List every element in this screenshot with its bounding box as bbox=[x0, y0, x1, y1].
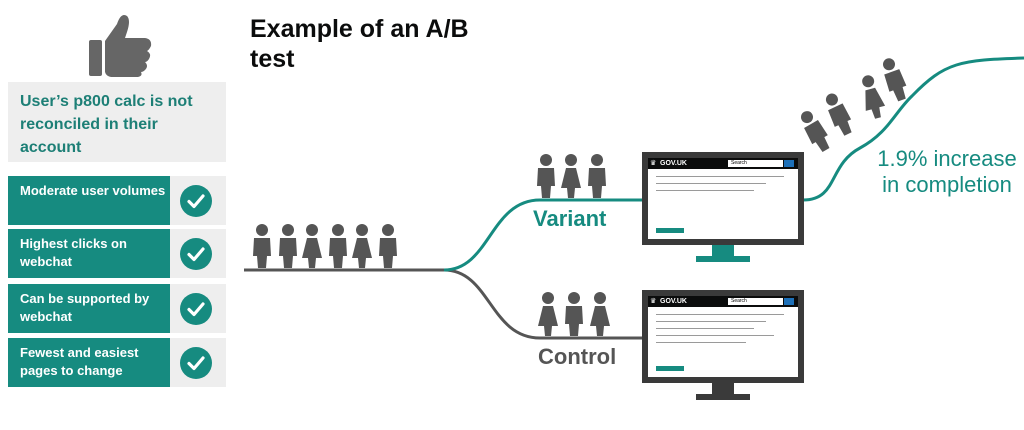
checkmark-icon bbox=[180, 293, 212, 325]
outcome-label: 1.9% increase in completion bbox=[877, 146, 1017, 197]
criterion-row-4: Fewest and easiest pages to change bbox=[8, 338, 226, 387]
thumbs-up-icon bbox=[89, 15, 152, 77]
text-line bbox=[656, 342, 746, 343]
text-line bbox=[656, 314, 784, 315]
variant-users bbox=[537, 154, 606, 198]
diagram-title: Example of an A/B test bbox=[250, 15, 469, 73]
control-screen: ♛ GOV.UK Search bbox=[642, 290, 804, 383]
criterion-row-3: Can be supported by webchat bbox=[8, 284, 226, 333]
baseline-users bbox=[253, 224, 397, 268]
criterion-label: Moderate user volumes bbox=[8, 176, 170, 225]
text-line bbox=[656, 328, 754, 329]
search-input: Search bbox=[728, 160, 783, 167]
criterion-label: Fewest and easiest pages to change bbox=[8, 338, 170, 387]
problem-panel bbox=[8, 82, 226, 162]
outcome-curve bbox=[802, 56, 1024, 202]
search-input: Search bbox=[728, 298, 783, 305]
text-line bbox=[656, 335, 774, 336]
text-line bbox=[656, 321, 766, 322]
criterion-label: Can be supported by webchat bbox=[8, 284, 170, 333]
gov-brand: GOV.UK bbox=[660, 298, 687, 305]
variant-label: Variant bbox=[533, 206, 607, 231]
criterion-label: Highest clicks on webchat bbox=[8, 229, 170, 278]
monitor-stand bbox=[712, 245, 734, 257]
checkmark-icon bbox=[180, 238, 212, 270]
control-monitor: ♛ GOV.UK Search bbox=[642, 290, 804, 405]
text-line bbox=[656, 183, 766, 184]
search-label: Search bbox=[731, 298, 747, 304]
checkmark-icon bbox=[180, 185, 212, 217]
control-label: Control bbox=[538, 344, 617, 369]
control-users bbox=[538, 292, 610, 336]
monitor-base bbox=[696, 394, 750, 400]
criterion-row-1: Moderate user volumes bbox=[8, 176, 226, 225]
crown-icon: ♛ bbox=[650, 298, 657, 305]
criterion-row-2: Highest clicks on webchat bbox=[8, 229, 226, 278]
monitor-base bbox=[696, 256, 750, 262]
gov-brand: GOV.UK bbox=[660, 160, 687, 167]
cta-button bbox=[656, 366, 684, 371]
gov-header: ♛ GOV.UK Search bbox=[648, 158, 798, 169]
search-icon bbox=[784, 160, 794, 167]
search-icon bbox=[784, 298, 794, 305]
crown-icon: ♛ bbox=[650, 160, 657, 167]
variant-branch-line bbox=[443, 198, 642, 272]
cta-button bbox=[656, 228, 684, 233]
monitor-stand bbox=[712, 383, 734, 395]
variant-screen: ♛ GOV.UK Search bbox=[642, 152, 804, 245]
converting-users bbox=[796, 55, 911, 155]
gov-header: ♛ GOV.UK Search bbox=[648, 296, 798, 307]
search-label: Search bbox=[731, 160, 747, 166]
text-line bbox=[656, 190, 754, 191]
control-branch-line bbox=[443, 268, 642, 340]
problem-statement: User’s p800 calc is not reconciled in th… bbox=[20, 93, 193, 156]
text-line bbox=[656, 176, 784, 177]
variant-monitor: ♛ GOV.UK Search bbox=[642, 152, 804, 267]
checkmark-icon bbox=[180, 347, 212, 379]
